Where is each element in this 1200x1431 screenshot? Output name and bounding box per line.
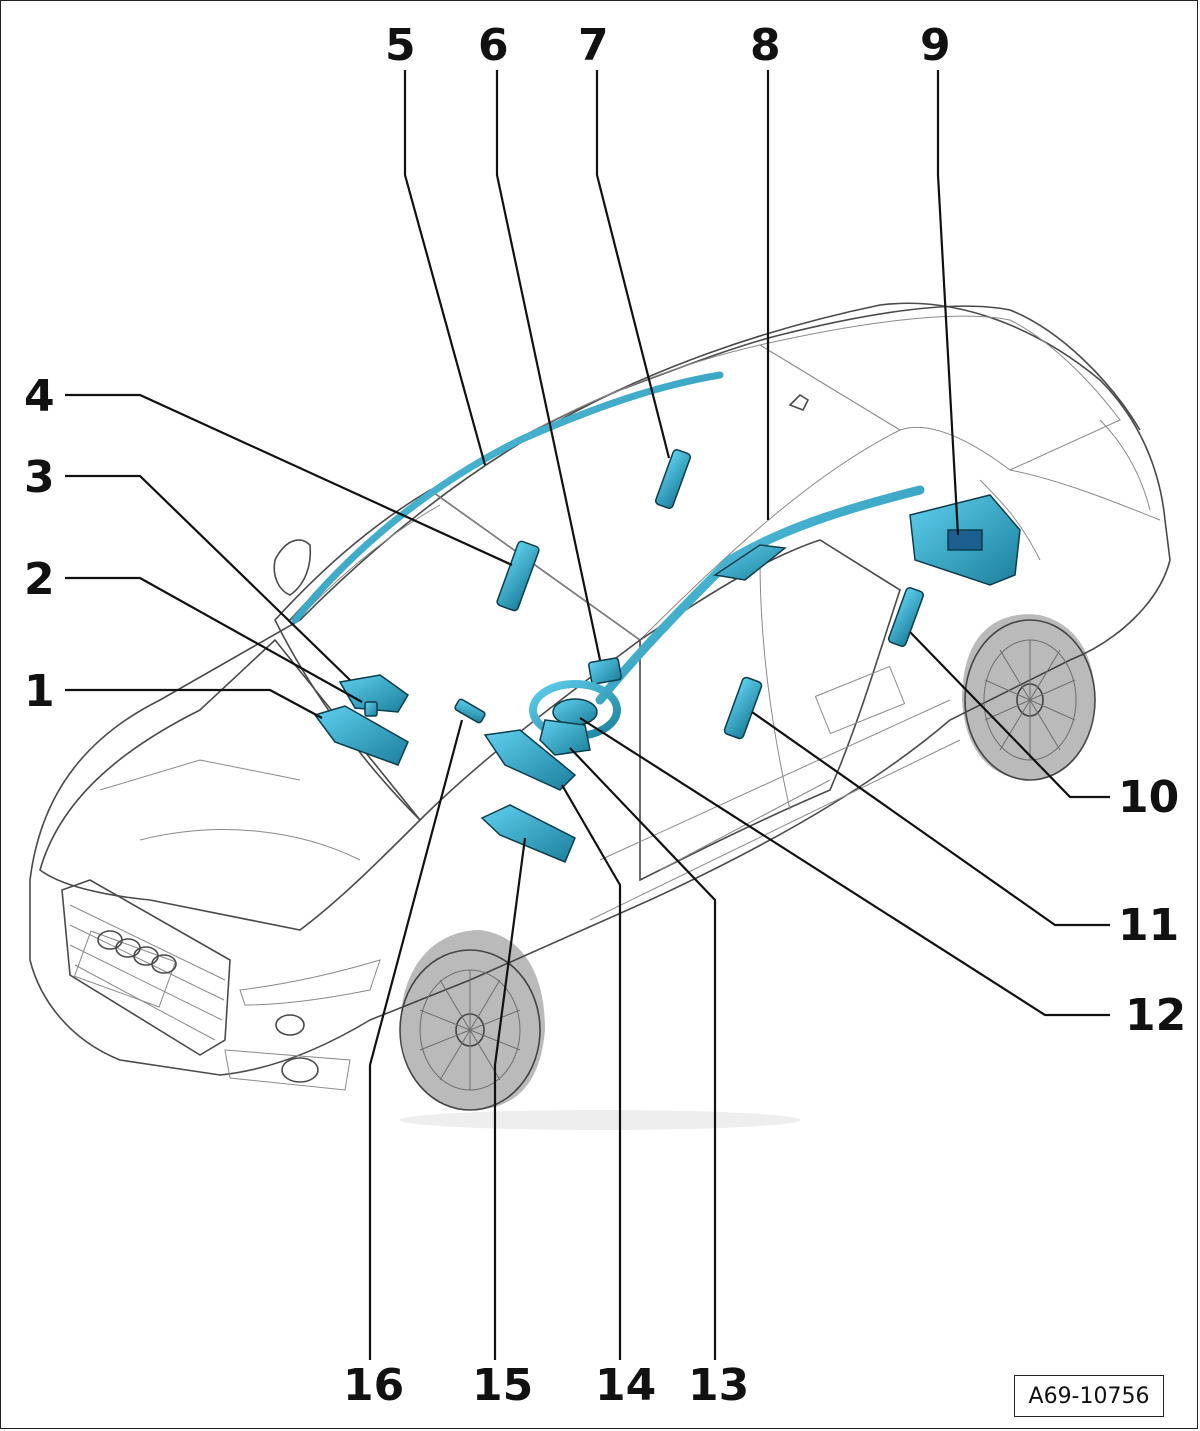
callout-labels: 1 2 3 4 5 6 7 8 9 10 11 12 13 14 15 16 (24, 20, 1186, 1411)
component-1-knee-airbag (313, 705, 409, 766)
component-10-rear-side-airbag (888, 587, 924, 647)
callout-label-15: 15 (472, 1360, 533, 1411)
callout-label-11: 11 (1118, 900, 1179, 951)
callout-label-8: 8 (750, 20, 781, 71)
component-16-switch (454, 698, 486, 724)
callout-label-6: 6 (478, 20, 509, 71)
callout-label-12: 12 (1125, 990, 1186, 1041)
callout-label-7: 7 (578, 20, 609, 71)
component-11-front-side-airbag (723, 676, 763, 740)
component-15-driver-knee-airbag (480, 804, 576, 863)
component-6-control-unit (588, 657, 622, 685)
callout-label-3: 3 (24, 452, 55, 503)
figure-reference-id: A69-10756 (1014, 1375, 1164, 1417)
component-2-sensor (364, 701, 378, 717)
airbag-components (291, 371, 1021, 863)
callout-label-13: 13 (688, 1360, 749, 1411)
component-5-curtain-airbag-left (291, 371, 724, 624)
component-4-side-airbag (496, 540, 540, 612)
car-wireframe (29, 302, 1171, 1130)
callout-label-5: 5 (385, 20, 416, 71)
callout-label-14: 14 (595, 1360, 656, 1411)
component-7-side-airbag (655, 449, 691, 509)
callout-label-2: 2 (24, 554, 55, 605)
component-8-curtain-airbag-right (595, 485, 925, 705)
component-3-passenger-airbag (338, 674, 409, 713)
callout-label-16: 16 (343, 1360, 404, 1411)
component-14-instrument-module (483, 729, 577, 791)
callout-label-10: 10 (1118, 772, 1179, 823)
callout-label-9: 9 (920, 20, 951, 71)
callout-label-1: 1 (24, 666, 55, 717)
callout-label-4: 4 (24, 371, 55, 422)
component-13-clock-spring (539, 719, 591, 756)
leader-lines (65, 70, 1110, 1360)
